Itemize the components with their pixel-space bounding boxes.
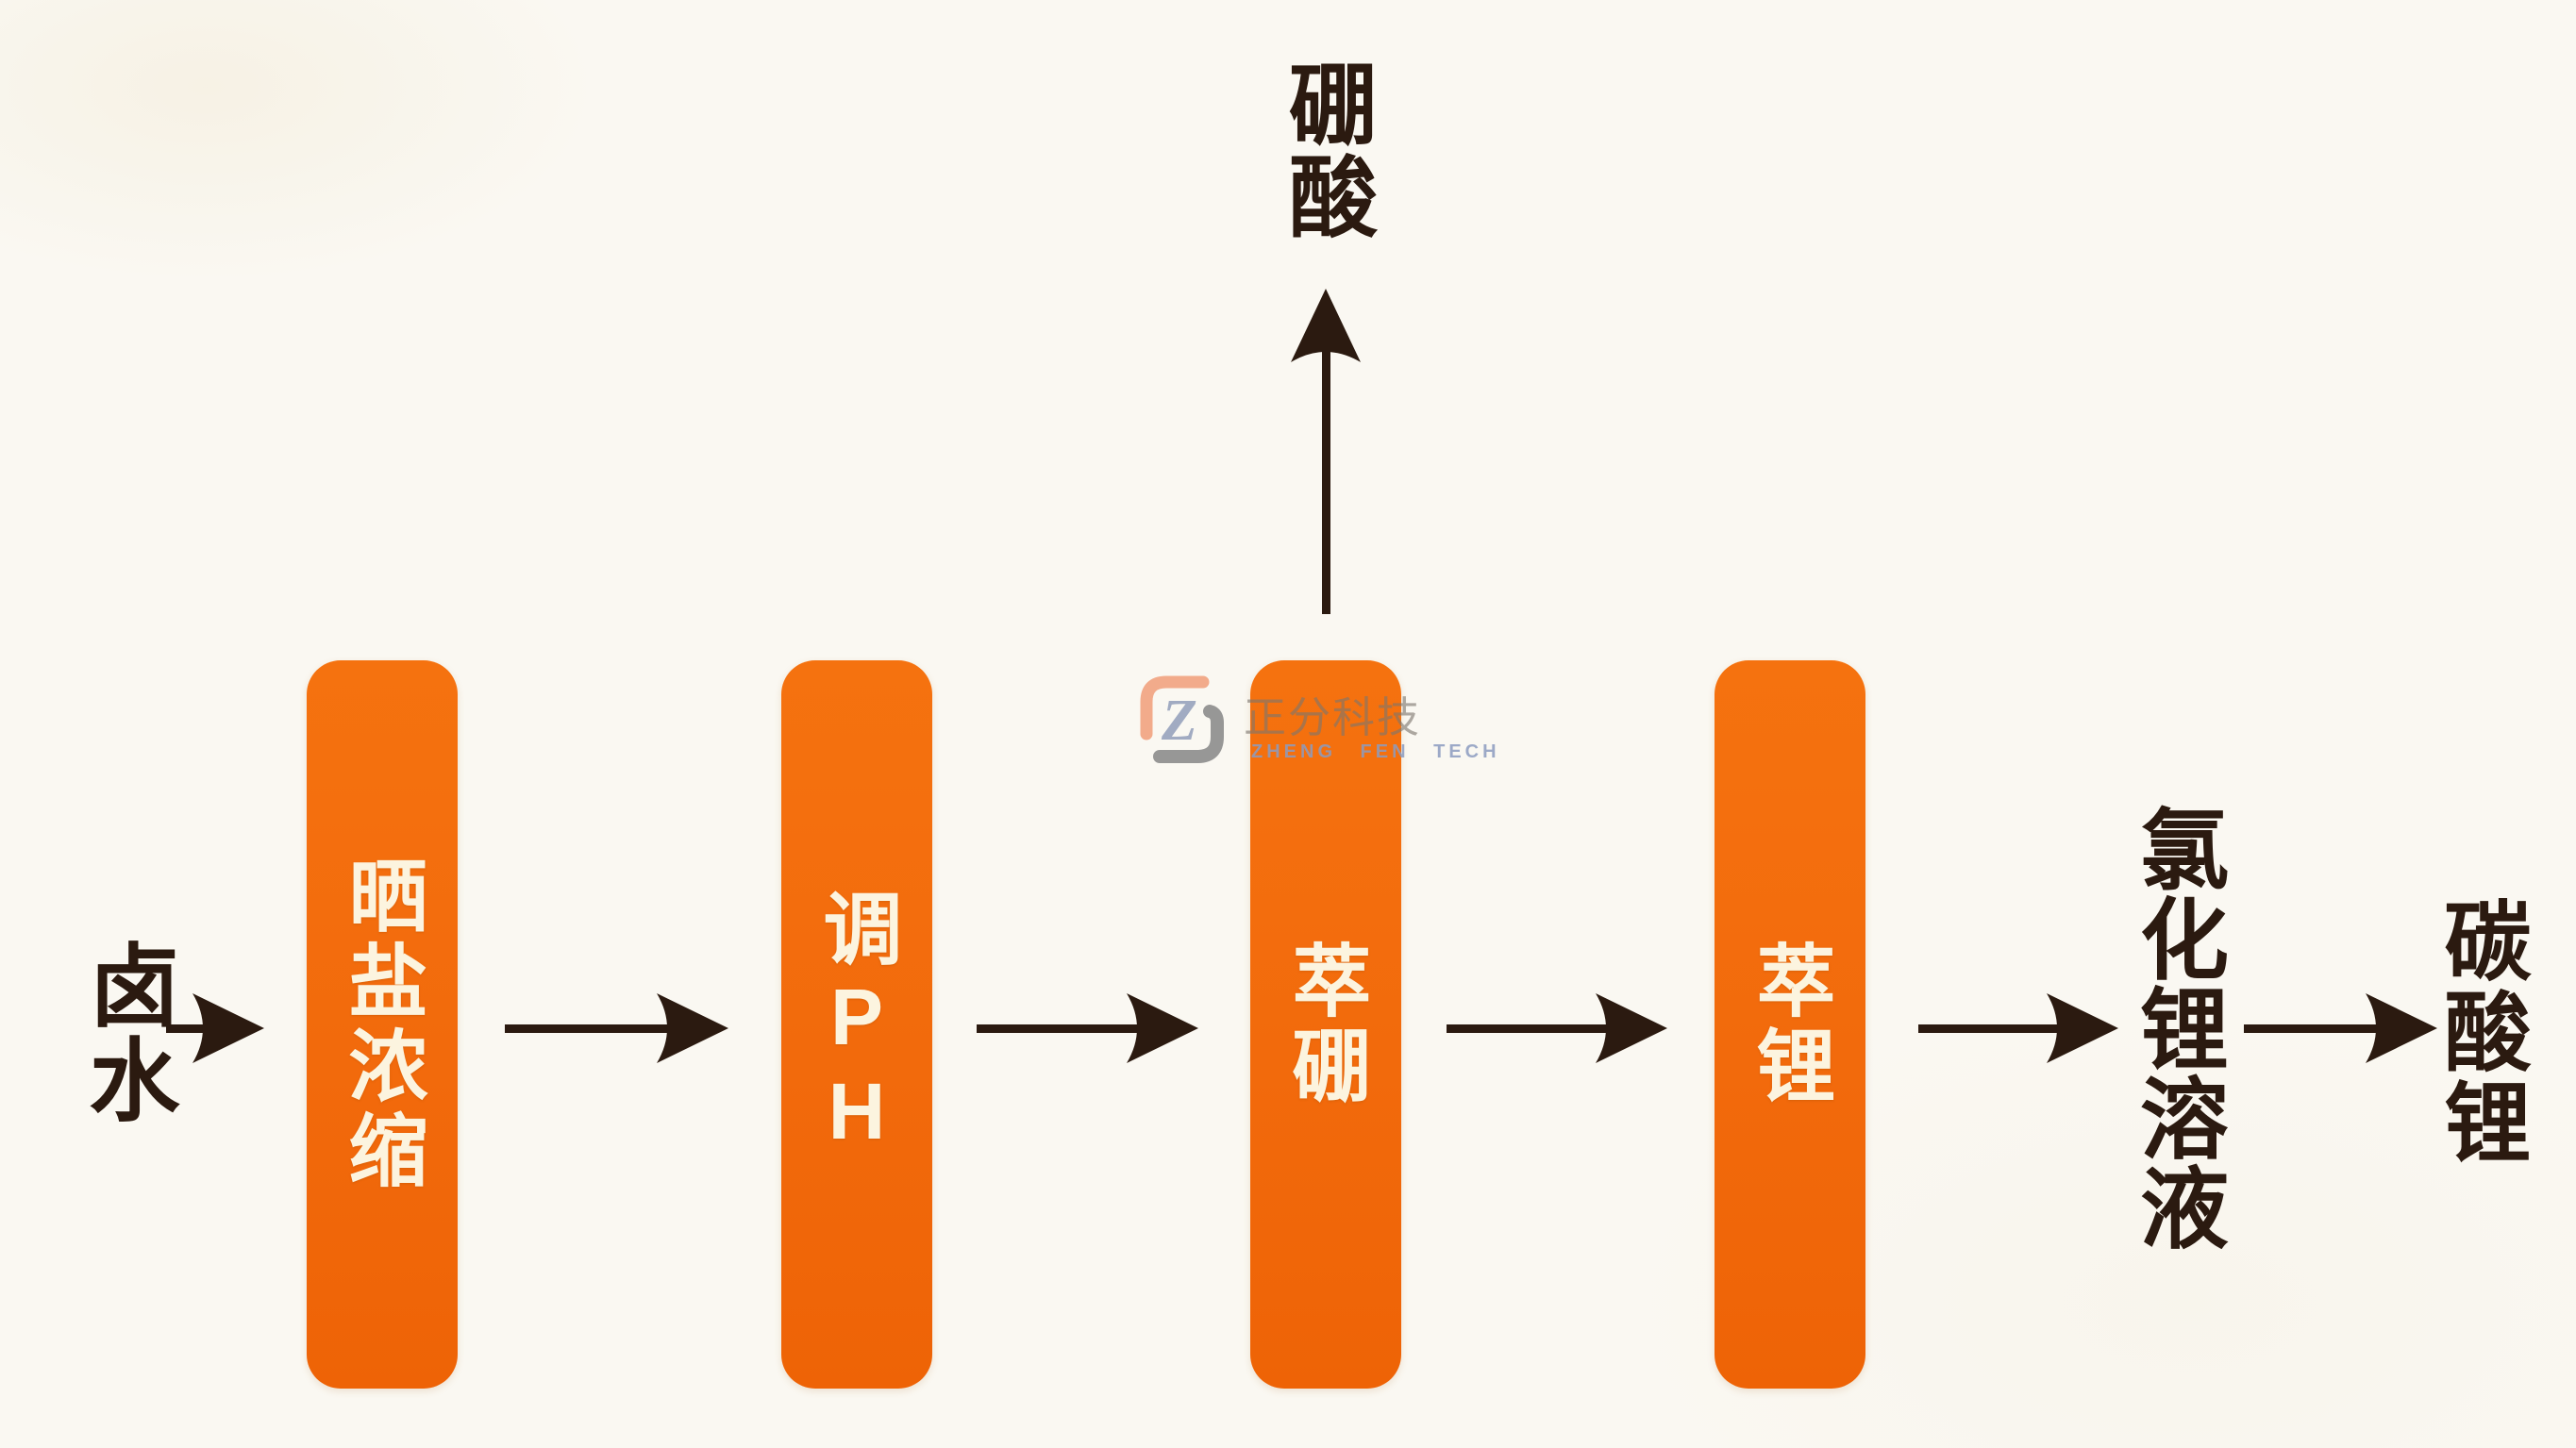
process-box-extract-boron: 萃硼 [1250, 660, 1401, 1389]
process-box-label: 晒盐浓缩 [338, 855, 427, 1194]
flow-arrow-3-icon [1447, 986, 1667, 1071]
logo-letter: Z [1161, 689, 1197, 753]
brand-name-en-label: ZHENG FEN TECH [1251, 741, 1500, 762]
process-box-salt-concentration: 晒盐浓缩 [307, 660, 458, 1389]
boric-acid-label: 硼酸 [1277, 58, 1376, 243]
lithium-chloride-solution-label: 氯化锂溶液 [2128, 804, 2227, 1252]
flow-arrow-1-icon [505, 986, 728, 1071]
flow-arrow-2-icon [977, 986, 1198, 1071]
process-box-label: 萃硼 [1281, 940, 1370, 1109]
input-label: 卤水 [75, 939, 176, 1127]
brand-logo-icon: Z [1137, 670, 1227, 769]
process-box-label: 调PH [812, 888, 901, 1161]
process-box-extract-lithium: 萃锂 [1715, 660, 1865, 1389]
brand-name-label: 正分科技 [1244, 693, 1422, 741]
process-box-adjust-ph: 调PH [781, 660, 932, 1389]
flow-arrow-4-icon [1918, 986, 2118, 1071]
process-box-label: 萃锂 [1746, 940, 1834, 1109]
lithium-carbonate-label: 碳酸锂 [2432, 896, 2528, 1168]
flow-arrow-5-icon [2244, 986, 2437, 1071]
up-arrow-boric-acid-icon [1283, 289, 1368, 614]
flow-arrow-input-icon [166, 986, 264, 1071]
